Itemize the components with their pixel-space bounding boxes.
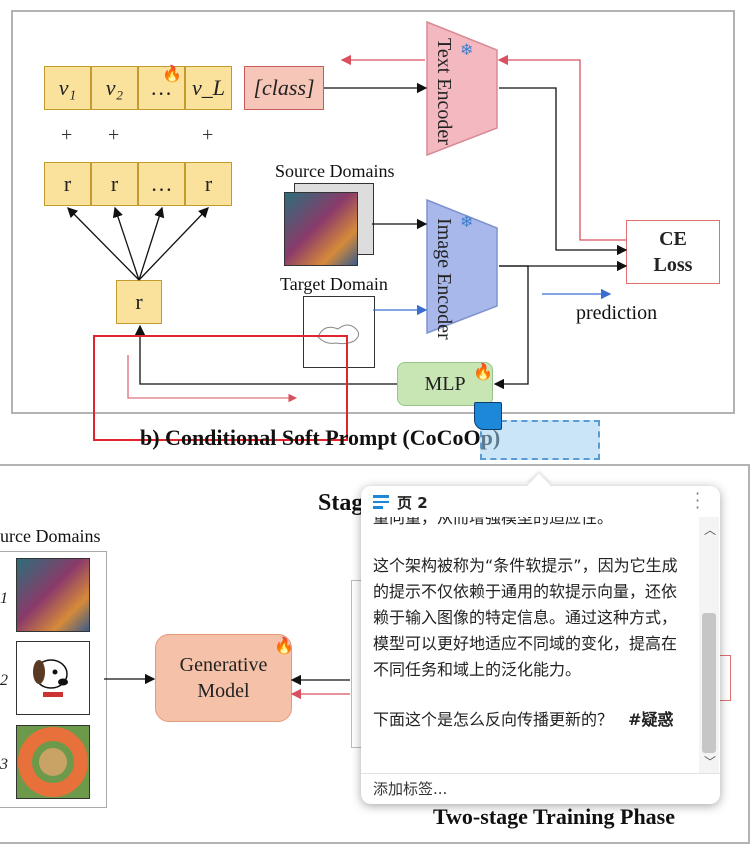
snowflake-icon: ❄ xyxy=(460,42,474,59)
r-token: r xyxy=(44,162,91,206)
text-encoder-shape xyxy=(426,20,498,157)
dog-lifebuoy-image xyxy=(16,725,90,799)
snowflake-icon: ❄ xyxy=(460,214,474,231)
r-vector: r xyxy=(116,280,162,324)
r-token: … xyxy=(138,162,185,206)
annotation-popup[interactable]: 页 2 ··· 量向量，从而增强模型的适应性。 这个架构被称为“条件软提示”，因… xyxy=(361,473,720,804)
target-domain-label: Target Domain xyxy=(280,274,388,294)
note-text: 量向量，从而增强模型的适应性。 这个架构被称为“条件软提示”，因为它生成的提示不… xyxy=(373,517,683,733)
source-domains-label-bottom: urce Domains xyxy=(0,526,101,546)
partial-box xyxy=(716,655,731,701)
mlp-label: MLP xyxy=(424,372,466,395)
scroll-down-icon[interactable]: ﹀ xyxy=(704,755,717,769)
note-content[interactable]: 量向量，从而增强模型的适应性。 这个架构被称为“条件软提示”，因为它生成的提示不… xyxy=(361,517,720,773)
prompt-token-1: v₁ xyxy=(44,66,91,110)
figure-caption: b) Conditional Soft Prompt (CoCoOp) xyxy=(140,425,500,451)
note-text-top: 量向量，从而增强模型的适应性。 xyxy=(373,517,614,527)
dog-sketch-image xyxy=(303,296,375,368)
plus-sign: + xyxy=(61,124,73,146)
stage-title: Stag xyxy=(318,490,364,516)
connector-arrows xyxy=(104,673,156,685)
divider xyxy=(361,773,720,774)
r-token: r xyxy=(185,162,232,206)
prompt-token-3-text: … xyxy=(151,75,172,100)
prompt-token-3: … xyxy=(138,66,185,110)
dog-painting-image xyxy=(16,558,90,632)
prediction-label: prediction xyxy=(576,302,658,324)
scrollbar-thumb[interactable] xyxy=(702,613,716,753)
note-question: 下面这个是怎么反向传播更新的？ xyxy=(373,710,614,729)
prompt-token-4: v_L xyxy=(185,66,232,110)
prompt-token-2: v₂ xyxy=(91,66,138,110)
plus-sign: + xyxy=(202,124,214,146)
dog-painting-image xyxy=(284,192,358,266)
flame-icon: 🔥 xyxy=(274,638,294,655)
more-options-icon[interactable]: ··· xyxy=(695,484,701,517)
selection-rectangle[interactable] xyxy=(93,335,348,441)
ce-loss-label: CE Loss xyxy=(653,228,693,276)
footer-title: Two-stage Training Phase xyxy=(433,804,676,829)
source-domains-label: Source Domains xyxy=(275,161,395,181)
image-encoder-label: Image Encoder xyxy=(433,218,455,340)
class-token: [class] xyxy=(244,66,324,110)
generative-model-box: Generative Model xyxy=(155,634,292,722)
mlp-box: MLP xyxy=(397,362,493,406)
ce-loss-box: CE Loss xyxy=(626,220,720,284)
scrollbar[interactable]: ︿ ﹀ xyxy=(699,517,719,773)
text-highlight[interactable] xyxy=(480,420,600,460)
flame-icon: 🔥 xyxy=(473,364,493,381)
text-encoder-label: Text Encoder xyxy=(433,38,455,145)
connector-arrows xyxy=(67,54,628,403)
add-tag-field[interactable]: 添加标签... xyxy=(373,780,448,798)
page-label: 页 2 xyxy=(397,494,428,512)
scroll-up-icon[interactable]: ︿ xyxy=(704,523,717,537)
partial-box xyxy=(351,580,364,748)
note-paragraph: 这个架构被称为“条件软提示”，因为它生成的提示不仅依赖于通用的软提示向量，还依赖… xyxy=(373,556,678,679)
image-encoder-shape xyxy=(426,198,498,335)
row-number: 3 xyxy=(0,756,8,773)
connector-arrows xyxy=(290,674,350,700)
r-token: r xyxy=(91,162,138,206)
row-number: 2 xyxy=(0,672,8,689)
caption-text: b) Conditional Soft Prompt (CoCoOp) xyxy=(140,425,501,450)
cartoon-dog-image xyxy=(16,641,90,715)
row-number: 1 xyxy=(0,590,8,607)
note-marker-icon[interactable] xyxy=(474,402,502,430)
note-list-icon xyxy=(373,495,389,509)
flame-icon: 🔥 xyxy=(162,66,182,83)
generative-model-label: Generative Model xyxy=(179,654,268,702)
note-tag[interactable]: #疑惑 xyxy=(628,710,674,729)
plus-sign: + xyxy=(108,124,120,146)
